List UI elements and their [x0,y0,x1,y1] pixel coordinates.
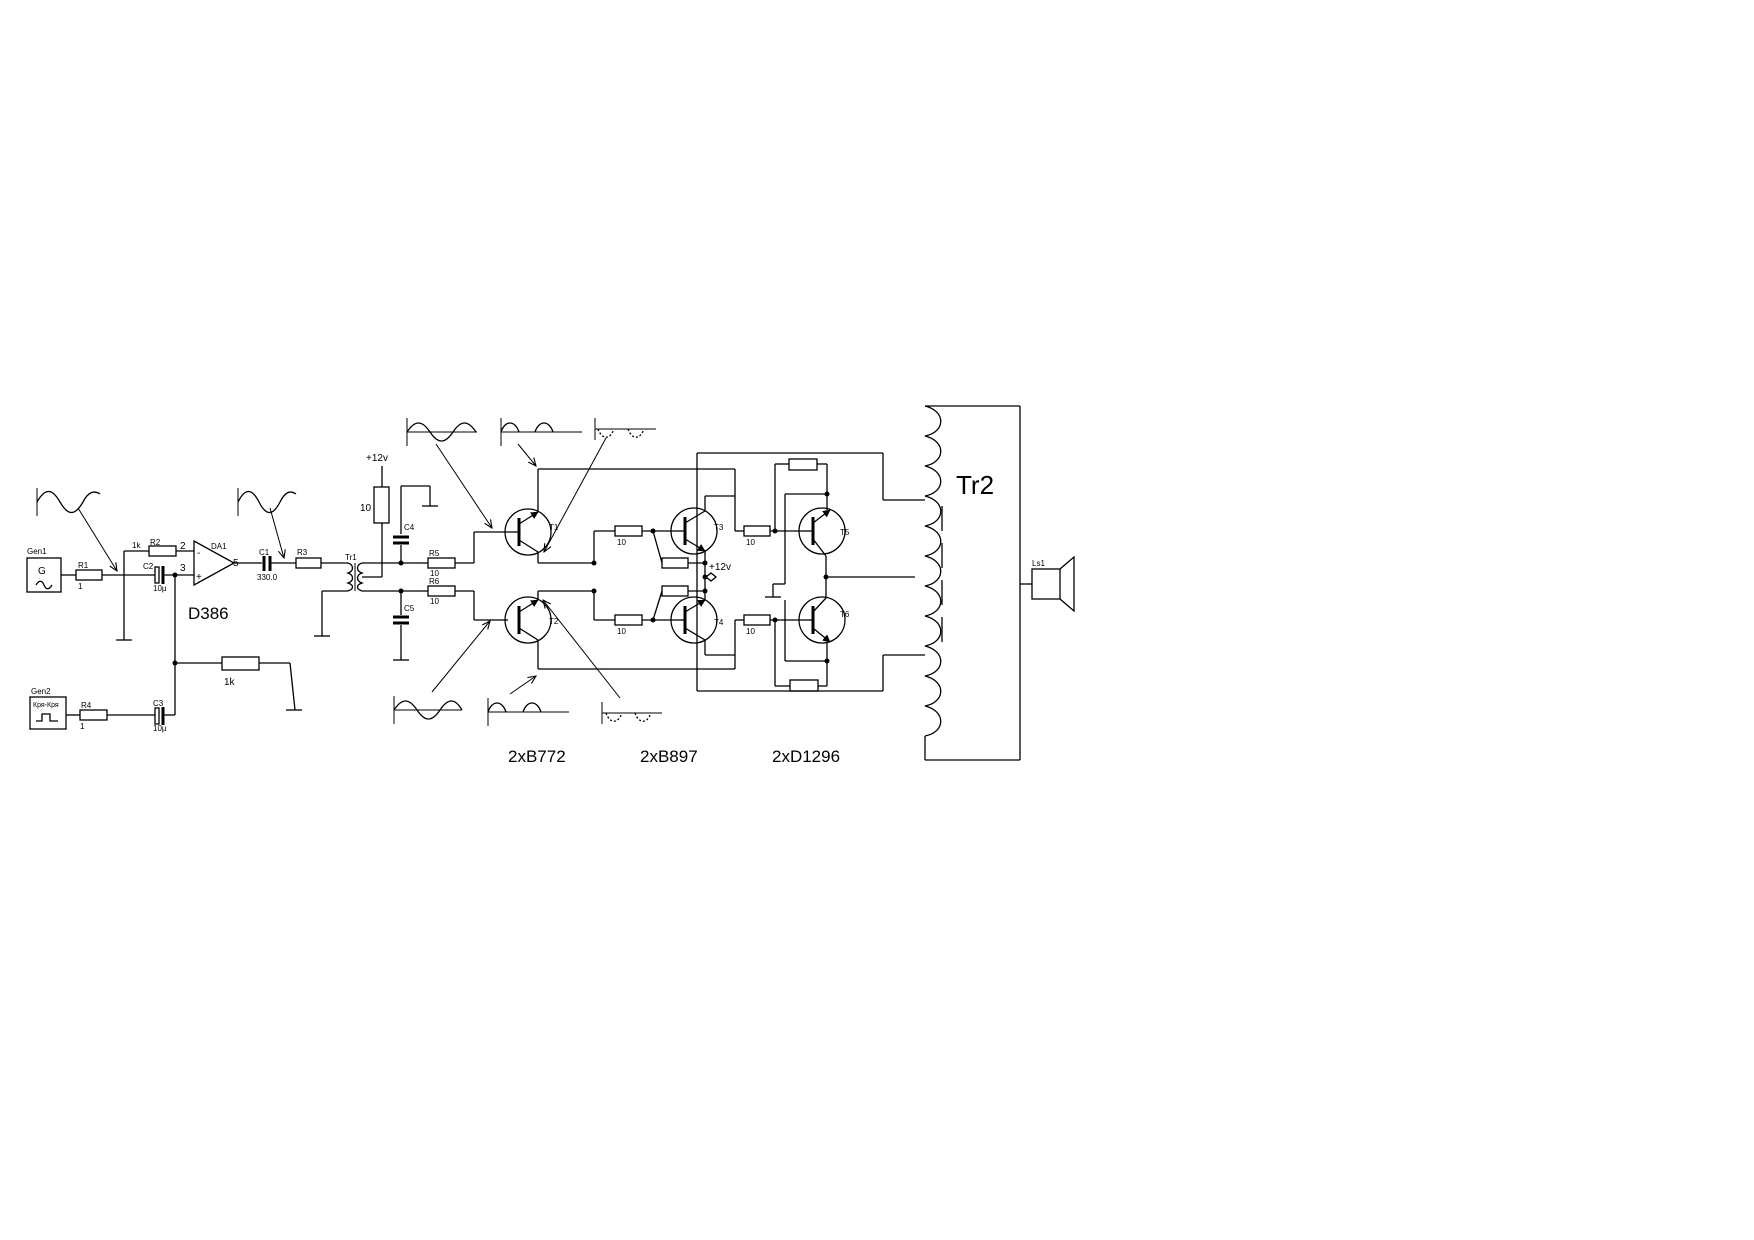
svg-text:10: 10 [430,569,439,578]
svg-text:T2: T2 [549,617,559,626]
transistor-t4: T4 [670,596,724,644]
resistor-t6-base: 10 [743,614,771,636]
svg-text:T1: T1 [549,523,559,532]
svg-text:10µ: 10µ [153,584,167,593]
generator-gen1: Gen1 G [26,547,62,593]
svg-text:3: 3 [180,563,186,574]
capacitor-c5: C5 [393,604,415,625]
waveform-t1-collector [594,418,656,440]
gen1-label: Gen1 [27,547,47,556]
svg-text:10: 10 [617,538,626,547]
waveform-t2-base [393,696,463,724]
generator-gen2: Gen2 Кря-Кря [29,687,67,730]
transistor-t6: T6 [798,596,850,644]
svg-text:R4: R4 [81,701,92,710]
gen1-symbol: G [38,566,46,577]
transistor-t1: T1 [504,508,559,556]
resistor-emitter-lower [661,585,689,597]
svg-text:R1: R1 [78,561,89,570]
capacitor-c3: C3 10µ [153,699,167,733]
svg-text:Tr2: Tr2 [956,470,994,500]
svg-text:10µ: 10µ [153,724,167,733]
svg-text:T6: T6 [840,610,850,619]
waveform-t2-emitter [487,698,569,726]
svg-text:R6: R6 [429,577,440,586]
svg-text:10: 10 [360,503,372,514]
svg-text:1: 1 [80,722,85,731]
resistor-r1: R1 1 [75,561,103,591]
svg-text:C5: C5 [404,604,415,613]
transformer-tr1: Tr1 [345,553,365,592]
svg-text:C2: C2 [143,562,154,571]
svg-text:330.0: 330.0 [257,573,278,582]
resistor-r4: R4 1 [79,701,108,731]
svg-text:Gen2: Gen2 [31,687,51,696]
capacitor-c4: C4 [393,523,415,545]
waveform-t2-collector [601,702,662,724]
transistor-t3: T3 [670,507,724,555]
resistor-t4-base: 10 [614,614,643,636]
resistor-r5: R5 10 [427,549,456,578]
parts-pair-3: 2xD1296 [772,747,840,766]
waveform-t1-base [406,418,477,446]
parts-pair-1: 2xB772 [508,747,566,766]
svg-text:T3: T3 [714,523,724,532]
parts-list: 2xB772 2xB897 2xD1296 [508,747,840,766]
supply-mid-label: +12v [709,562,731,573]
svg-text:10: 10 [617,627,626,636]
svg-text:1k: 1k [224,677,236,688]
resistor-emitter-upper [661,557,689,569]
capacitor-c2: C2 10µ [143,562,167,593]
svg-text:Кря-Кря: Кря-Кря [33,702,59,709]
capacitor-c1: C1 330.0 [257,548,278,582]
svg-text:2: 2 [180,541,186,552]
svg-text:D386: D386 [188,604,229,623]
svg-text:+: + [196,572,202,583]
svg-text:1k: 1k [132,541,141,550]
parts-pair-2: 2xB897 [640,747,698,766]
svg-text:Tr1: Tr1 [345,553,357,562]
resistor-t3-base: 10 [614,525,643,547]
svg-text:C4: C4 [404,523,415,532]
opamp-da1: DA1 - + 2 3 5 D386 [180,539,239,623]
resistor-t5-bias [788,458,818,471]
transformer-tr2: Tr2 [882,405,1021,761]
svg-text:R3: R3 [297,548,308,557]
svg-text:Ls1: Ls1 [1032,559,1045,568]
transistor-t5: T5 [798,507,850,557]
speaker-ls1: Ls1 [1020,555,1075,613]
svg-text:C1: C1 [259,548,270,557]
svg-text:10: 10 [746,627,755,636]
transistor-t2: T2 [504,596,559,644]
svg-text:R5: R5 [429,549,440,558]
resistor-r6: R6 10 [427,577,456,606]
svg-text:T4: T4 [714,618,724,627]
svg-text:-: - [197,548,200,559]
waveform-input [36,488,101,516]
svg-text:C3: C3 [153,699,164,708]
waveform-t1-emitter [500,418,582,446]
svg-text:10: 10 [746,538,755,547]
probe-arrows [77,437,621,699]
svg-text:R2: R2 [150,538,161,547]
svg-text:1: 1 [78,582,83,591]
supply-top-label: +12v [366,453,388,464]
resistor-bias-10: 10 [360,486,390,524]
resistor-feedback-1k: 1k [221,656,260,688]
waveform-opamp-out [237,488,297,516]
resistor-r2: 1k R2 [132,538,177,557]
resistor-t6-bias [789,679,819,692]
resistor-r3: R3 [295,548,322,569]
svg-text:DA1: DA1 [211,542,227,551]
svg-text:10: 10 [430,597,439,606]
svg-text:T5: T5 [840,528,850,537]
resistor-t5-base: 10 [743,525,771,547]
